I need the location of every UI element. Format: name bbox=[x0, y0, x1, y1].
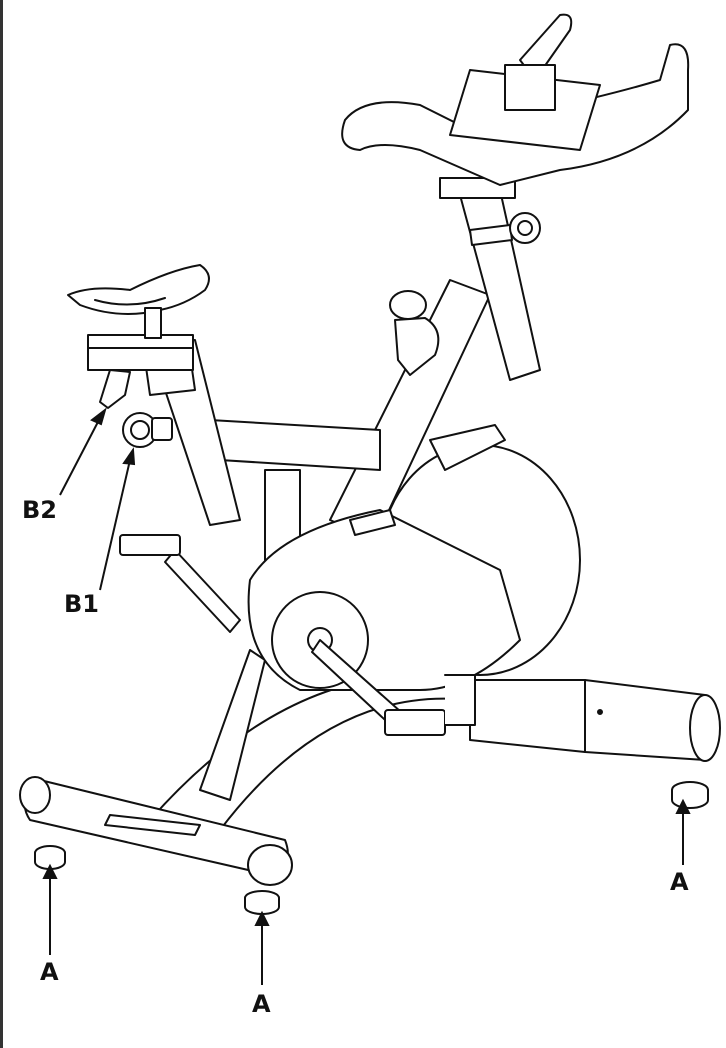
left-border bbox=[0, 0, 3, 1048]
callout-arrow-a-right bbox=[675, 798, 691, 865]
label-a-left-rear: A bbox=[252, 990, 271, 1018]
handlebar-post bbox=[439, 177, 541, 381]
resistance-knob bbox=[389, 290, 440, 376]
seat-lever-b2 bbox=[99, 369, 131, 409]
right-pedal bbox=[384, 709, 446, 736]
handlebars bbox=[341, 13, 690, 186]
label-b2: B2 bbox=[22, 496, 57, 524]
label-a-right: A bbox=[670, 868, 689, 896]
callout-arrow-a-left-front bbox=[42, 863, 58, 955]
callout-arrow-b2 bbox=[59, 407, 107, 496]
left-pedal bbox=[119, 534, 181, 556]
saddle bbox=[67, 264, 210, 339]
left-crank bbox=[119, 534, 241, 633]
right-crank bbox=[311, 639, 476, 736]
label-b1: B1 bbox=[64, 590, 99, 618]
seat-frame bbox=[87, 334, 381, 561]
front-stabilizer bbox=[19, 776, 293, 915]
rear-stabilizer bbox=[469, 679, 721, 809]
callout-arrow-a-left-rear bbox=[254, 910, 270, 985]
label-a-left-front: A bbox=[40, 958, 59, 986]
brake-strip bbox=[429, 424, 506, 471]
callout-arrow-b1 bbox=[99, 447, 136, 591]
